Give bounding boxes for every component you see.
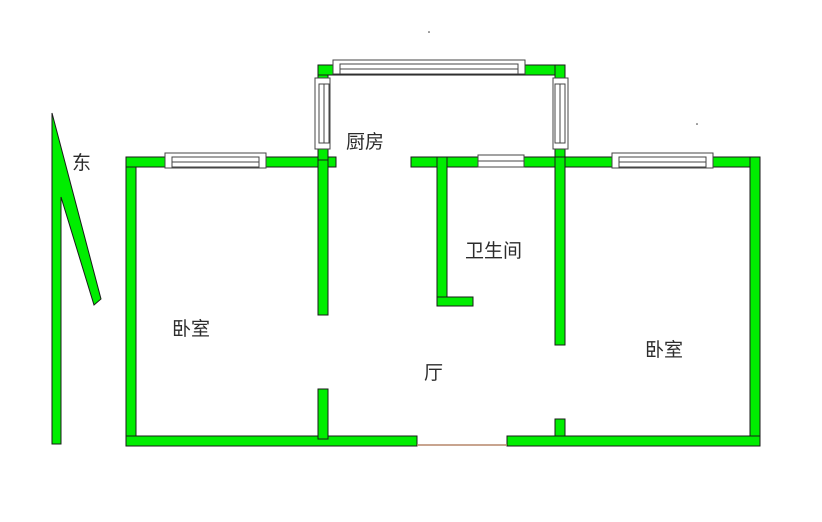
room-label-bathroom: 卫生间 <box>465 240 523 262</box>
room-label-bedroom-left: 卧室 <box>172 318 211 340</box>
wall-bathroom-left <box>436 156 448 307</box>
wall-right-outer <box>749 156 761 446</box>
wall-partition-left-lower <box>317 388 329 440</box>
wall-left-outer <box>125 156 137 446</box>
compass-label: 东 <box>72 152 92 174</box>
window-bathroom <box>477 154 525 168</box>
room-label-kitchen: 厨房 <box>346 131 385 153</box>
window-bedroom-left <box>164 152 267 169</box>
north-arrow-icon <box>51 112 102 445</box>
wall-partition-left-upper <box>317 156 329 316</box>
windows <box>164 59 714 169</box>
speck <box>696 123 698 125</box>
walls <box>125 64 761 447</box>
window-kitchen-left <box>314 77 331 150</box>
window-kitchen-top <box>332 59 526 75</box>
wall-bathroom-stub <box>436 296 474 307</box>
wall-bottom-left <box>125 435 418 447</box>
window-bedroom-right <box>611 152 714 169</box>
speck <box>428 31 430 33</box>
wall-partition-right-upper <box>554 156 566 346</box>
window-kitchen-right <box>552 77 569 150</box>
wall-bottom-right <box>506 435 761 447</box>
room-label-bedroom-right: 卧室 <box>645 339 684 361</box>
room-label-living: 厅 <box>424 362 444 384</box>
